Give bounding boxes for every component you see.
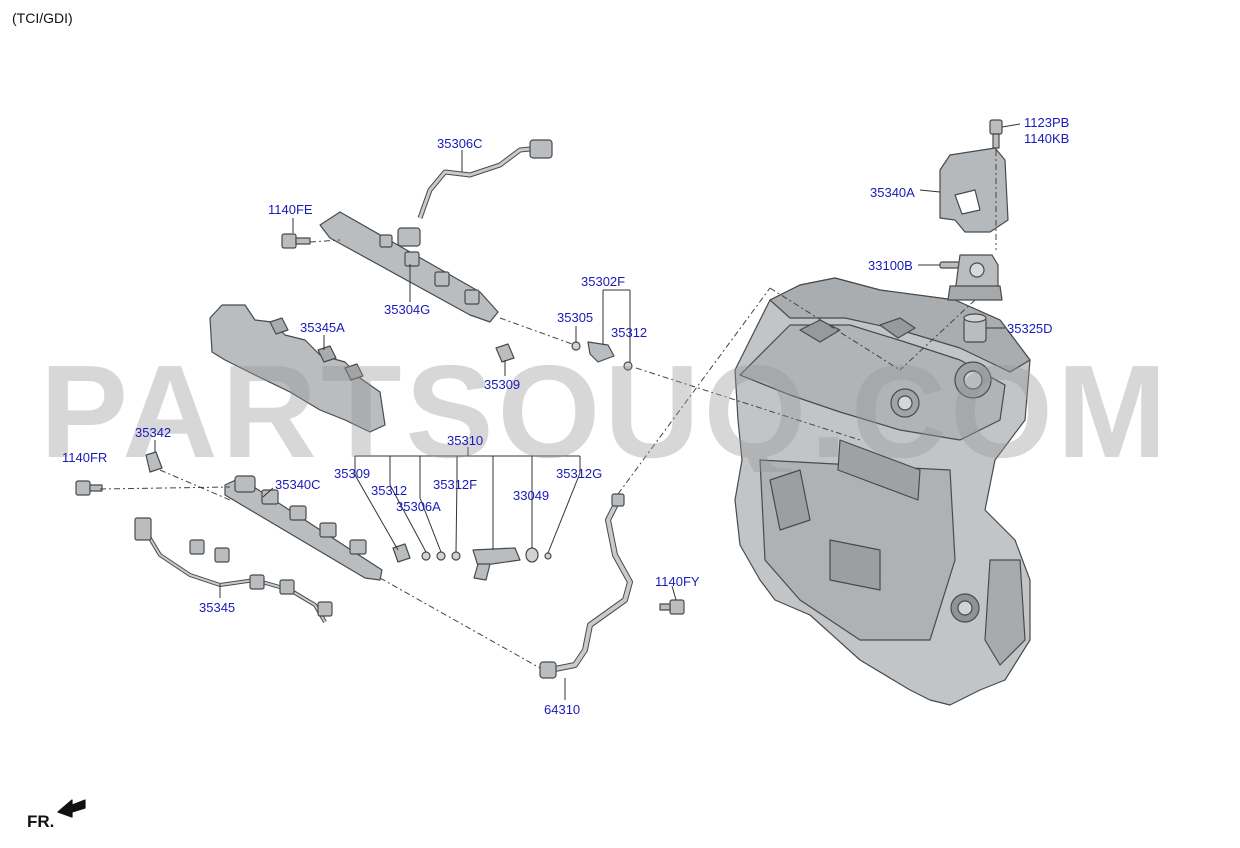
part-label-35302f[interactable]: 35302F [581, 274, 626, 289]
part-label-35312f[interactable]: 35312F [433, 477, 478, 492]
part-label-35304g[interactable]: 35304G [384, 302, 431, 317]
sensor-35342 [145, 451, 163, 473]
part-label-35312-lower[interactable]: 35312 [371, 483, 408, 498]
part-label-35305[interactable]: 35305 [557, 310, 594, 325]
part-label-1140fy[interactable]: 1140FY [655, 574, 700, 589]
front-arrow-icon [57, 799, 86, 818]
pump-tappet [963, 313, 987, 343]
part-label-35340c[interactable]: 35340C [275, 477, 321, 492]
bolt-1140fe [281, 233, 311, 249]
part-label-35309-lower[interactable]: 35309 [334, 466, 371, 481]
part-label-64310[interactable]: 64310 [544, 702, 581, 717]
part-label-33049[interactable]: 33049 [513, 488, 550, 503]
part-label-35310[interactable]: 35310 [447, 433, 484, 448]
fuel-rail-lower [224, 475, 383, 581]
bolt-1140fy [659, 599, 685, 615]
part-label-1140kb[interactable]: 1140KB [1024, 131, 1070, 146]
bolt-1140fr [75, 480, 103, 496]
part-label-35312g[interactable]: 35312G [556, 466, 603, 481]
bolt-1123pb [989, 119, 1003, 149]
front-orientation-label: FR. [27, 812, 55, 831]
high-pressure-pump [939, 254, 1003, 301]
variant-header: (TCI/GDI) [12, 10, 73, 26]
fuel-pipe-64310 [549, 498, 633, 673]
part-label-33100b[interactable]: 33100B [868, 258, 913, 273]
fuel-pipe-35306c [417, 145, 541, 219]
part-label-35345[interactable]: 35345 [199, 600, 236, 615]
part-label-1140fe[interactable]: 1140FE [268, 202, 313, 217]
part-label-35340a[interactable]: 35340A [870, 185, 915, 200]
part-label-1123pb[interactable]: 1123PB [1024, 115, 1070, 130]
fuel-rail-upper [319, 211, 499, 323]
heat-shield-upper [209, 304, 386, 433]
part-label-1140fr[interactable]: 1140FR [62, 450, 108, 465]
injector-lower [392, 543, 552, 581]
clip-35309-upper [495, 343, 515, 363]
injector-upper [571, 341, 633, 371]
part-label-35345a[interactable]: 35345A [300, 320, 345, 335]
part-label-35342[interactable]: 35342 [135, 425, 172, 440]
part-label-35306c[interactable]: 35306C [437, 136, 483, 151]
engine-block [734, 277, 1031, 706]
part-label-35306a[interactable]: 35306A [396, 499, 441, 514]
part-label-35325d[interactable]: 35325D [1007, 321, 1053, 336]
part-label-35312-upper[interactable]: 35312 [611, 325, 648, 340]
part-label-35309-upper[interactable]: 35309 [484, 377, 521, 392]
